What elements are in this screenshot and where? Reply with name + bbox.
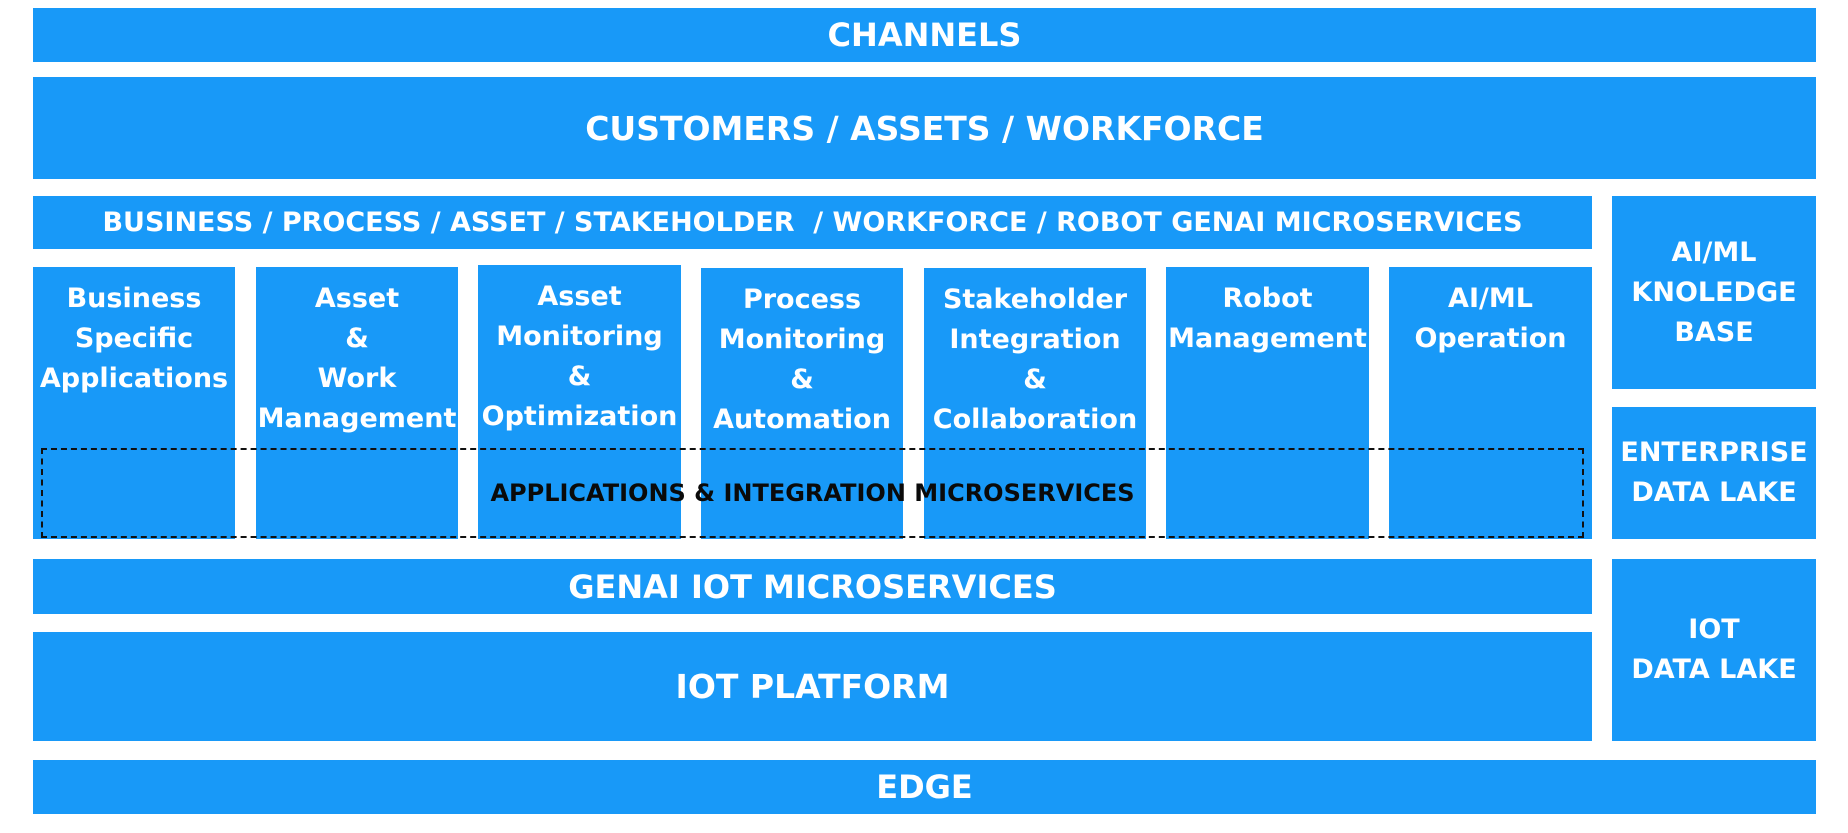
column-robot-management: Robot Management	[1166, 267, 1369, 539]
column-line: Specific	[74, 323, 194, 354]
column-line: &	[790, 364, 814, 395]
column-aiml-operation: AI/ML Operation	[1389, 267, 1592, 539]
applications-integration-label: APPLICATIONS & INTEGRATION MICROSERVICES	[490, 479, 1135, 507]
column-line: Automation	[713, 404, 891, 435]
edge-label: EDGE	[876, 768, 973, 806]
column-line: Process	[742, 284, 862, 315]
column-line: Asset	[537, 281, 622, 312]
enterprise-data-lake: ENTERPRISE DATA LAKE	[1612, 407, 1816, 539]
applications-integration-band: APPLICATIONS & INTEGRATION MICROSERVICES	[41, 448, 1584, 538]
column-line: Work	[317, 363, 397, 394]
column-line: Robot	[1222, 283, 1313, 314]
customers-layer: CUSTOMERS / ASSETS / WORKFORCE	[33, 77, 1816, 179]
genai-iot-layer: GENAI IOT MICROSERVICES	[33, 559, 1592, 614]
channels-label: CHANNELS	[827, 16, 1022, 54]
column-stakeholder-integration-collaboration: Stakeholder Integration & Collaboration	[924, 268, 1146, 539]
side-line: ENTERPRISE	[1620, 437, 1808, 468]
side-line: DATA LAKE	[1631, 477, 1797, 508]
iot-data-lake: IOT DATA LAKE	[1612, 559, 1816, 741]
side-line: BASE	[1674, 316, 1754, 348]
column-line: Management	[257, 403, 457, 434]
side-line: DATA LAKE	[1631, 654, 1797, 685]
column-process-monitoring-automation: Process Monitoring & Automation	[701, 268, 903, 539]
column-asset-monitoring-optimization: Asset Monitoring & Optimization	[478, 265, 681, 539]
column-line: Business	[66, 283, 202, 314]
side-line: IOT	[1688, 614, 1740, 645]
column-line: Integration	[949, 324, 1121, 355]
aiml-knowledge-base: AI/ML KNOLEDGE BASE	[1612, 196, 1816, 389]
side-line: AI/ML	[1671, 236, 1757, 268]
column-line: Asset	[314, 283, 400, 314]
iot-platform-layer: IOT PLATFORM	[33, 632, 1592, 741]
edge-layer: EDGE	[33, 760, 1816, 814]
column-line: Monitoring	[718, 324, 886, 355]
column-line: Stakeholder	[942, 284, 1128, 315]
genai-microservices-layer: BUSINESS / PROCESS / ASSET / STAKEHOLDER…	[33, 196, 1592, 249]
column-line: Operation	[1414, 323, 1567, 354]
channels-layer: CHANNELS	[33, 8, 1816, 62]
column-line: Applications	[39, 363, 229, 394]
column-line: Management	[1168, 323, 1367, 354]
column-line: Collaboration	[932, 404, 1138, 435]
column-line: &	[567, 361, 592, 392]
column-asset-work-management: Asset & Work Management	[256, 267, 458, 539]
column-line: Monitoring	[496, 321, 663, 352]
column-business-specific-applications: Business Specific Applications	[33, 267, 235, 539]
genai-microservices-label: BUSINESS / PROCESS / ASSET / STAKEHOLDER…	[102, 207, 1523, 238]
iot-platform-label: IOT PLATFORM	[675, 667, 950, 706]
genai-iot-label: GENAI IOT MICROSERVICES	[568, 567, 1057, 606]
column-line: AI/ML	[1448, 283, 1533, 314]
column-line: &	[1023, 364, 1047, 395]
customers-label: CUSTOMERS / ASSETS / WORKFORCE	[585, 108, 1264, 148]
side-line: KNOLEDGE	[1631, 276, 1797, 308]
column-line: &	[345, 323, 369, 354]
column-line: Optimization	[481, 401, 678, 432]
